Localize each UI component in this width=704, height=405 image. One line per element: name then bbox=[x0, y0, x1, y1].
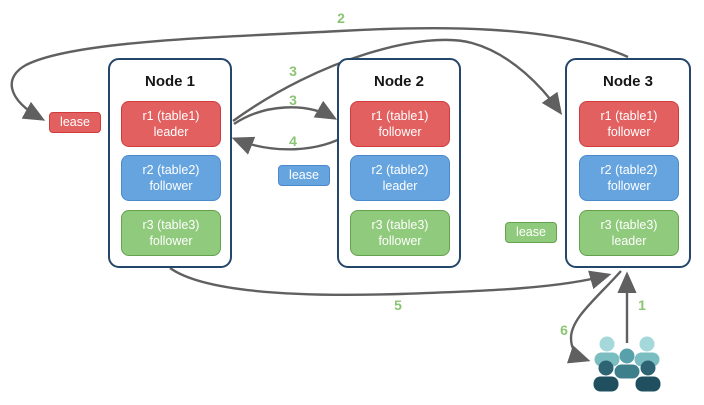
node-1-replica-r3: r3 (table3) follower bbox=[121, 210, 221, 256]
step-label-4: 4 bbox=[289, 133, 297, 149]
replica-name: r1 (table1) bbox=[142, 109, 200, 123]
replica-name: r2 (table2) bbox=[371, 163, 429, 177]
replica-role: leader bbox=[611, 234, 647, 248]
node-1-replica-r1: r1 (table1) leader bbox=[121, 101, 221, 147]
node-2: Node 2 r1 (table1) follower r2 (table2) … bbox=[337, 58, 461, 268]
node-3: Node 3 r1 (table1) follower r2 (table2) … bbox=[565, 58, 691, 268]
replica-name: r3 (table3) bbox=[600, 218, 658, 232]
arrow-step-6 bbox=[566, 270, 622, 364]
step-label-5: 5 bbox=[394, 297, 402, 313]
replica-role: leader bbox=[382, 179, 418, 193]
node-1-title: Node 1 bbox=[144, 73, 195, 90]
replica-name: r2 (table2) bbox=[600, 163, 658, 177]
node-1-replica-r2: r2 (table2) follower bbox=[121, 155, 221, 201]
lease-tag-table3: lease bbox=[505, 222, 557, 243]
replica-role: follower bbox=[607, 125, 651, 139]
replica-name: r1 (table1) bbox=[371, 109, 429, 123]
replica-role: leader bbox=[153, 125, 189, 139]
node-3-replica-r3: r3 (table3) leader bbox=[579, 210, 679, 256]
lease-tag-table2: lease bbox=[278, 165, 330, 186]
node-2-replica-r3: r3 (table3) follower bbox=[350, 210, 450, 256]
step-label-1: 1 bbox=[638, 297, 646, 313]
node-1: Node 1 r1 (table1) leader r2 (table2) fo… bbox=[108, 58, 232, 268]
replica-name: r3 (table3) bbox=[142, 218, 200, 232]
arrow-step-3-to-node2 bbox=[233, 100, 338, 125]
replica-name: r1 (table1) bbox=[600, 109, 658, 123]
arrow-step-3-to-node3 bbox=[232, 38, 563, 122]
lease-tag-table1: lease bbox=[49, 112, 101, 133]
replica-role: follower bbox=[607, 179, 651, 193]
step-label-2: 2 bbox=[337, 10, 345, 26]
arrow-step-2 bbox=[10, 26, 629, 121]
replica-name: r2 (table2) bbox=[142, 163, 200, 177]
node-3-title: Node 3 bbox=[602, 73, 653, 90]
step-label-6: 6 bbox=[560, 322, 568, 338]
users-icon bbox=[593, 336, 661, 392]
node-2-replica-r1: r1 (table1) follower bbox=[350, 101, 450, 147]
step-label-3b: 3 bbox=[289, 92, 297, 108]
replica-role: follower bbox=[378, 234, 422, 248]
replica-role: follower bbox=[378, 125, 422, 139]
node-3-replica-r1: r1 (table1) follower bbox=[579, 101, 679, 147]
replica-role: follower bbox=[149, 234, 193, 248]
node-3-replica-r2: r2 (table2) follower bbox=[579, 155, 679, 201]
step-label-3a: 3 bbox=[289, 63, 297, 79]
replica-role: follower bbox=[149, 179, 193, 193]
arrow-step-5 bbox=[169, 267, 612, 297]
replica-name: r3 (table3) bbox=[371, 218, 429, 232]
node-2-title: Node 2 bbox=[373, 73, 424, 90]
node-2-replica-r2: r2 (table2) leader bbox=[350, 155, 450, 201]
